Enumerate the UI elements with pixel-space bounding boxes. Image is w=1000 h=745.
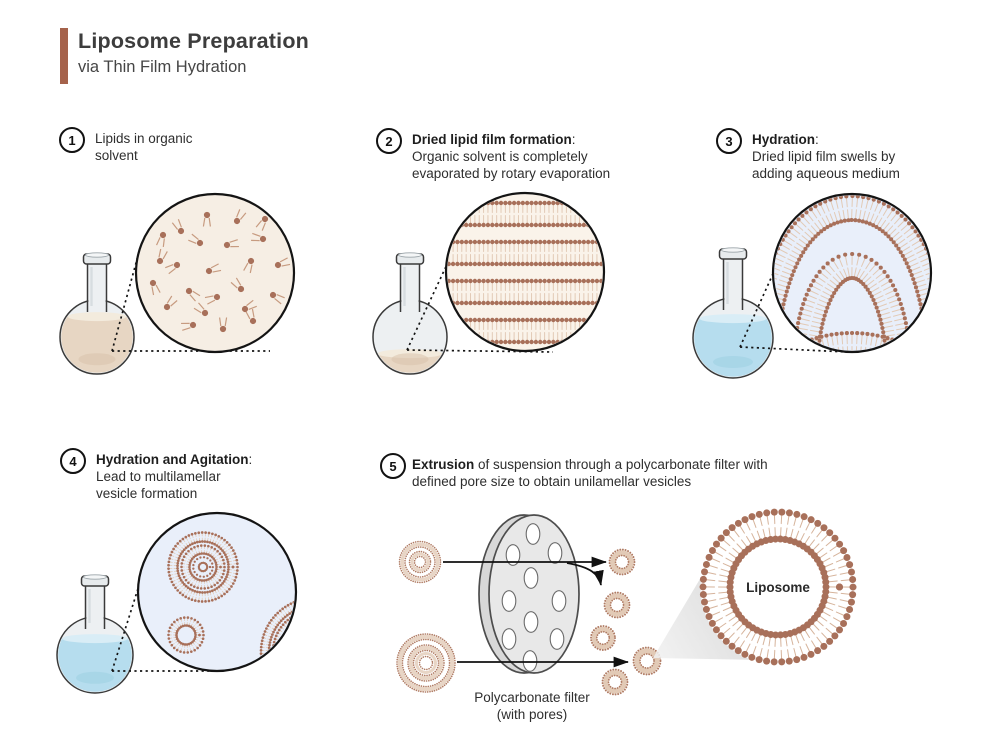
- header: Liposome Preparation via Thin Film Hydra…: [60, 28, 309, 84]
- step2-figure: [372, 191, 606, 375]
- round-bottom-flask-agitation-icon: [56, 574, 134, 694]
- liposome-label: Liposome: [746, 580, 810, 595]
- page-subtitle: via Thin Film Hydration: [78, 58, 247, 76]
- round-bottom-flask-dried-film-icon: [372, 252, 448, 375]
- filter-caption: Polycarbonate filter (with pores): [422, 689, 642, 723]
- step-5-label: Extrusion of suspension through a polyca…: [412, 457, 768, 489]
- flow-arrows: [443, 556, 629, 668]
- step-2-label: Dried lipid film formation:Organic solve…: [412, 132, 611, 181]
- unilamellar-vesicles-icons: [590, 548, 662, 696]
- step-4-badge: 4: [60, 448, 86, 474]
- step-1-badge: 1: [59, 127, 85, 153]
- step-5-badge: 5: [380, 453, 406, 479]
- step4-figure: [56, 511, 298, 694]
- magnified-view-multilamellar-vesicles: [136, 511, 298, 673]
- step-4-label: Hydration and Agitation:Lead to multilam…: [96, 452, 253, 501]
- filter-caption-line2: (with pores): [496, 707, 568, 722]
- step1-figure: [59, 192, 296, 375]
- round-bottom-flask-organic-solvent-icon: [59, 252, 135, 375]
- multilamellar-vesicles-icons: [396, 540, 456, 693]
- round-bottom-flask-aqueous-icon: [692, 247, 774, 379]
- step-3-badge: 3: [716, 128, 742, 154]
- page-title: Liposome Preparation: [78, 29, 309, 53]
- step3-figure: [692, 192, 933, 379]
- step5-figure: [396, 508, 857, 696]
- magnified-view-dried-lipid-film: [444, 191, 606, 353]
- title-accent-bar: [60, 28, 68, 84]
- magnifier-connector-lines: [111, 251, 270, 352]
- filter-caption-line1: Polycarbonate filter: [474, 690, 590, 705]
- magnifier-connector-lines: [406, 257, 554, 353]
- magnifier-connector-lines: [739, 255, 849, 353]
- step-2-badge: 2: [376, 128, 402, 154]
- liposome-icon: [699, 508, 857, 666]
- polycarbonate-filter-icon: [478, 514, 580, 674]
- magnified-view-lipids-in-solvent: [134, 192, 296, 354]
- magnified-view-swelling-film: [771, 192, 933, 354]
